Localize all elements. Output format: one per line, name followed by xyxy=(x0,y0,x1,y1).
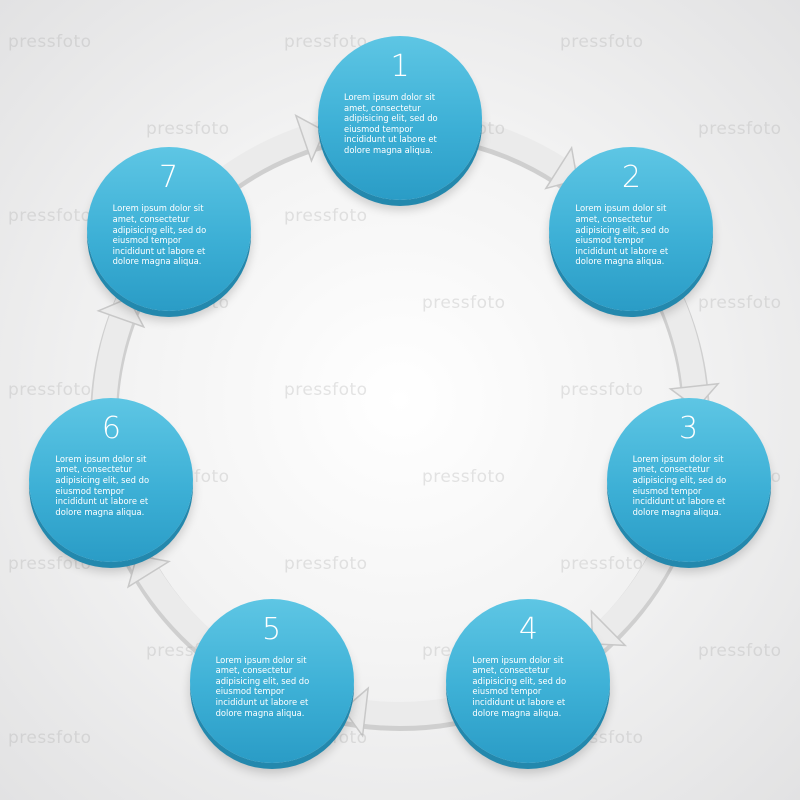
step-number: 6 xyxy=(101,410,121,446)
step-text: Lorem ipsum dolor sit amet, consectetur … xyxy=(472,654,567,718)
step-number: 3 xyxy=(679,410,699,446)
step-text: Lorem ipsum dolor sit amet, consectetur … xyxy=(55,453,150,517)
step-text: Lorem ipsum dolor sit amet, consectetur … xyxy=(632,453,727,517)
step-number: 4 xyxy=(518,611,538,647)
arrowhead-icon xyxy=(96,297,146,329)
arrowhead-icon xyxy=(342,686,370,738)
step-text: Lorem ipsum dolor sit amet, consectetur … xyxy=(344,92,438,155)
step-text: Lorem ipsum dolor sit amet, consectetur … xyxy=(112,203,207,267)
arrowhead-icon xyxy=(590,609,628,647)
step-text: Lorem ipsum dolor sit amet, consectetur … xyxy=(575,203,670,267)
arrowhead-icon xyxy=(126,554,172,589)
step-text: Lorem ipsum dolor sit amet, consectetur … xyxy=(215,654,310,718)
arrowhead-icon xyxy=(294,113,326,163)
step-number: 2 xyxy=(621,160,641,196)
step-number: 7 xyxy=(159,160,179,196)
step-number: 5 xyxy=(262,611,282,647)
step-number: 1 xyxy=(390,49,410,84)
